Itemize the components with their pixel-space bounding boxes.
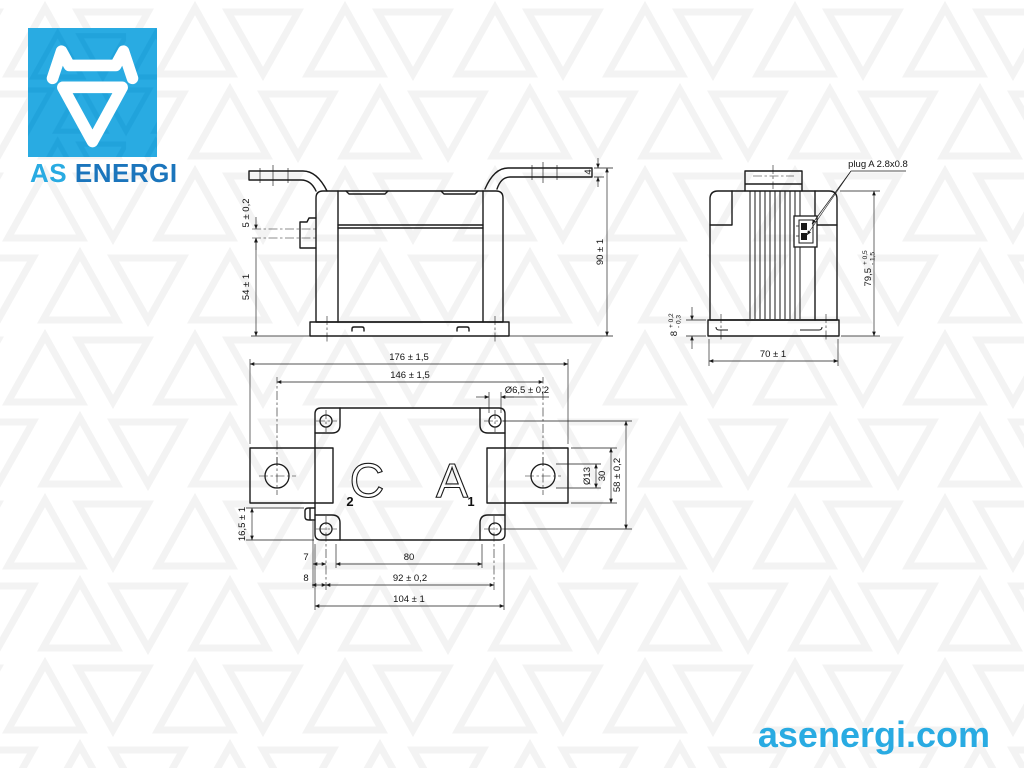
dim-terminal-hole: Ø13 <box>582 467 593 485</box>
side-top-tab <box>744 170 803 192</box>
svg-text:- 1,5: - 1,5 <box>870 252 877 265</box>
dim-side-width: 70 ± 1 <box>760 349 786 360</box>
dim-plug-pos: 16,5 ± 1 <box>237 507 248 541</box>
dim-pin-spacing: 5 ± 0,2 <box>241 199 252 228</box>
side-plug-connector <box>793 215 818 248</box>
as-energi-logo <box>28 28 157 157</box>
bottom-view-letters: C 2 A 1 <box>346 454 474 509</box>
front-view-outline <box>248 167 593 337</box>
bottom-view-outline <box>249 407 569 541</box>
side-base-slot-marks <box>715 326 823 331</box>
plug-pin-2 <box>801 233 807 240</box>
front-view-tab-marks <box>259 162 558 186</box>
logo-wordmark: AS ENERGI <box>30 158 178 189</box>
bottom-right-terminal <box>486 447 569 504</box>
svg-text:+ 0,5: + 0,5 <box>862 250 869 265</box>
svg-text:8: 8 <box>669 331 680 336</box>
dim-vert-hole-span: 58 ± 0,2 <box>612 458 623 492</box>
bottom-view-dimensions: 176 ± 1,5 146 ± 1,5 Ø6,5 ± 0,2 Ø13 30 58… <box>237 352 632 610</box>
dim-body-width: 104 ± 1 <box>393 594 425 605</box>
dim-tab-thickness: 4 <box>583 169 594 174</box>
bottom-plug-notch <box>304 507 316 521</box>
dim-edge-7: 7 <box>303 552 308 563</box>
bottom-view-centerlines <box>259 377 561 590</box>
front-view: 5 ± 0,2 54 ± 1 4 90 ± 1 <box>241 158 613 342</box>
dim-edge-8: 8 <box>303 573 308 584</box>
front-view-dimensions: 5 ± 0,2 54 ± 1 4 90 ± 1 <box>241 158 613 337</box>
veles-horns-icon <box>46 45 139 85</box>
veles-triangle-icon <box>57 81 128 148</box>
svg-text:- 0,3: - 0,3 <box>676 315 683 328</box>
terminal-letter-c: C <box>350 455 385 508</box>
dim-overall-height: 90 ± 1 <box>595 239 606 265</box>
dim-tab-width: 30 <box>597 471 608 482</box>
side-view-dimensions: plug A 2.8x0.8 79,5 + 0,5 - 1,5 8 + 0,2 … <box>668 159 908 366</box>
website-link[interactable]: asenergi.com <box>757 714 990 755</box>
svg-text:+ 0,2: + 0,2 <box>668 313 675 328</box>
dim-overall-width: 176 ± 1,5 <box>389 352 429 363</box>
dim-pin-height: 54 ± 1 <box>241 274 252 300</box>
plug-pin-1 <box>801 223 807 230</box>
side-view: plug A 2.8x0.8 79,5 + 0,5 - 1,5 8 + 0,2 … <box>668 159 908 366</box>
terminal-number-1: 1 <box>467 494 474 509</box>
terminal-letter-a: A <box>436 455 468 508</box>
logo-text-energi: ENERGI <box>74 158 178 188</box>
terminal-number-2: 2 <box>346 494 353 509</box>
dim-corner-hole: Ø6,5 ± 0,2 <box>505 385 549 396</box>
side-view-outline <box>707 170 840 337</box>
side-view-centerlines <box>720 165 827 342</box>
front-left-terminal <box>248 170 328 192</box>
bottom-view: C 2 A 1 176 ± 1,5 146 ± 1,5 Ø6,5 ± 0,2 <box>237 352 632 610</box>
bottom-view-holes <box>264 414 556 536</box>
as-energi-logo-icon <box>28 28 157 157</box>
dim-hole-span-h: 92 ± 0,2 <box>393 573 427 584</box>
plug-label: plug A 2.8x0.8 <box>848 159 908 170</box>
dim-hole-span: 146 ± 1,5 <box>390 370 430 381</box>
svg-text:79,5: 79,5 <box>863 268 874 287</box>
bottom-left-terminal <box>249 447 334 504</box>
logo-text-as: AS <box>30 158 68 188</box>
front-right-terminal <box>484 167 593 190</box>
dim-side-height: 79,5 + 0,5 - 1,5 <box>862 250 877 287</box>
dim-base-thickness: 8 + 0,2 - 0,3 <box>668 313 683 336</box>
dim-slot-span: 80 <box>404 552 415 563</box>
front-plug-protrusion <box>299 217 317 249</box>
front-view-centerlines <box>252 228 496 342</box>
side-view-ribs <box>749 191 801 319</box>
